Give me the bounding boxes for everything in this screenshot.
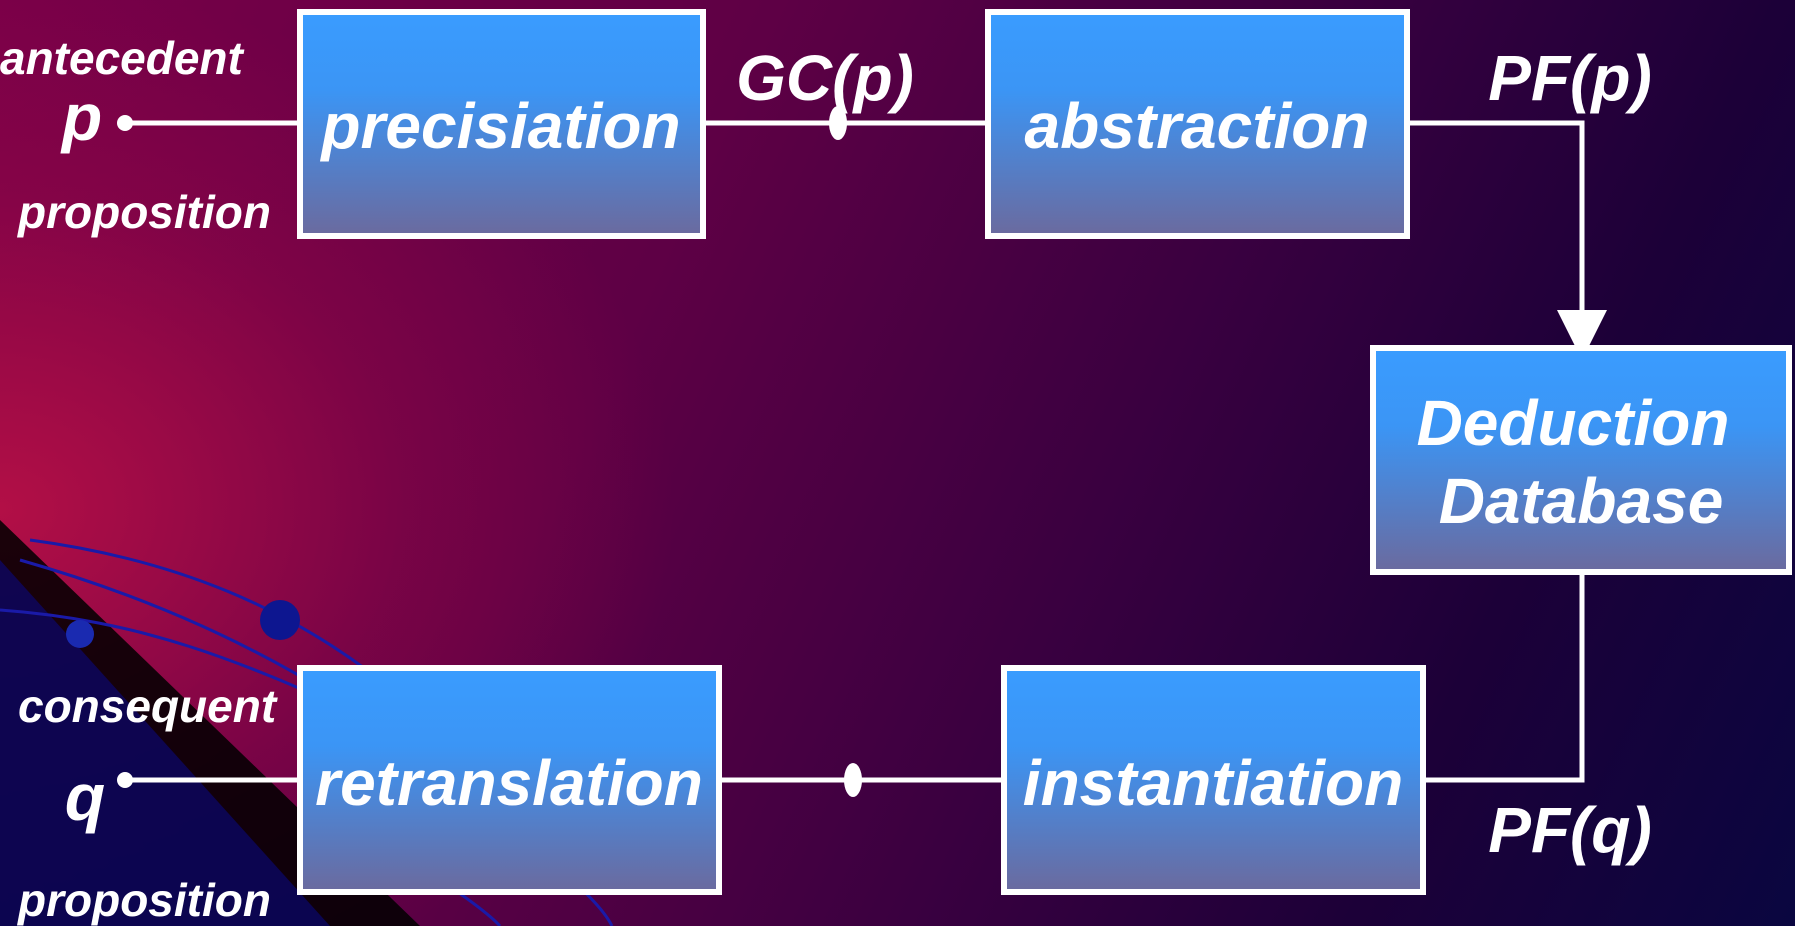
input-proposition-label: proposition xyxy=(16,186,271,238)
deduction-database-box: Deduction Database xyxy=(1370,345,1792,575)
p-variable-label: p xyxy=(60,80,102,154)
output-q-terminal xyxy=(117,772,133,788)
connector-abstraction-to-deduction xyxy=(1407,120,1607,360)
antecedent-label: antecedent xyxy=(0,32,245,84)
precisiation-box: precisiation xyxy=(297,9,706,239)
abstraction-label: abstraction xyxy=(1025,90,1370,162)
abstraction-box: abstraction xyxy=(985,9,1410,239)
input-p-terminal xyxy=(117,115,133,131)
database-label: Database xyxy=(1439,465,1724,537)
pf-q-label: PF(q) xyxy=(1488,794,1652,866)
connector-deduction-to-instantiation xyxy=(1423,572,1585,783)
gc-p-junction xyxy=(829,106,847,140)
precisiation-label: precisiation xyxy=(319,90,680,162)
consequent-label: consequent xyxy=(18,680,278,732)
pf-p-label: PF(p) xyxy=(1488,42,1652,114)
instantiation-label: instantiation xyxy=(1023,747,1403,819)
retranslation-box: retranslation xyxy=(297,665,722,895)
deduction-label: Deduction xyxy=(1417,387,1730,459)
retranslation-label: retranslation xyxy=(315,747,703,819)
pf-q-junction xyxy=(844,763,862,797)
q-variable-label: q xyxy=(65,760,105,834)
instantiation-box: instantiation xyxy=(1001,665,1426,895)
output-proposition-label: proposition xyxy=(16,874,271,926)
gc-p-label: GC(p) xyxy=(736,42,914,114)
